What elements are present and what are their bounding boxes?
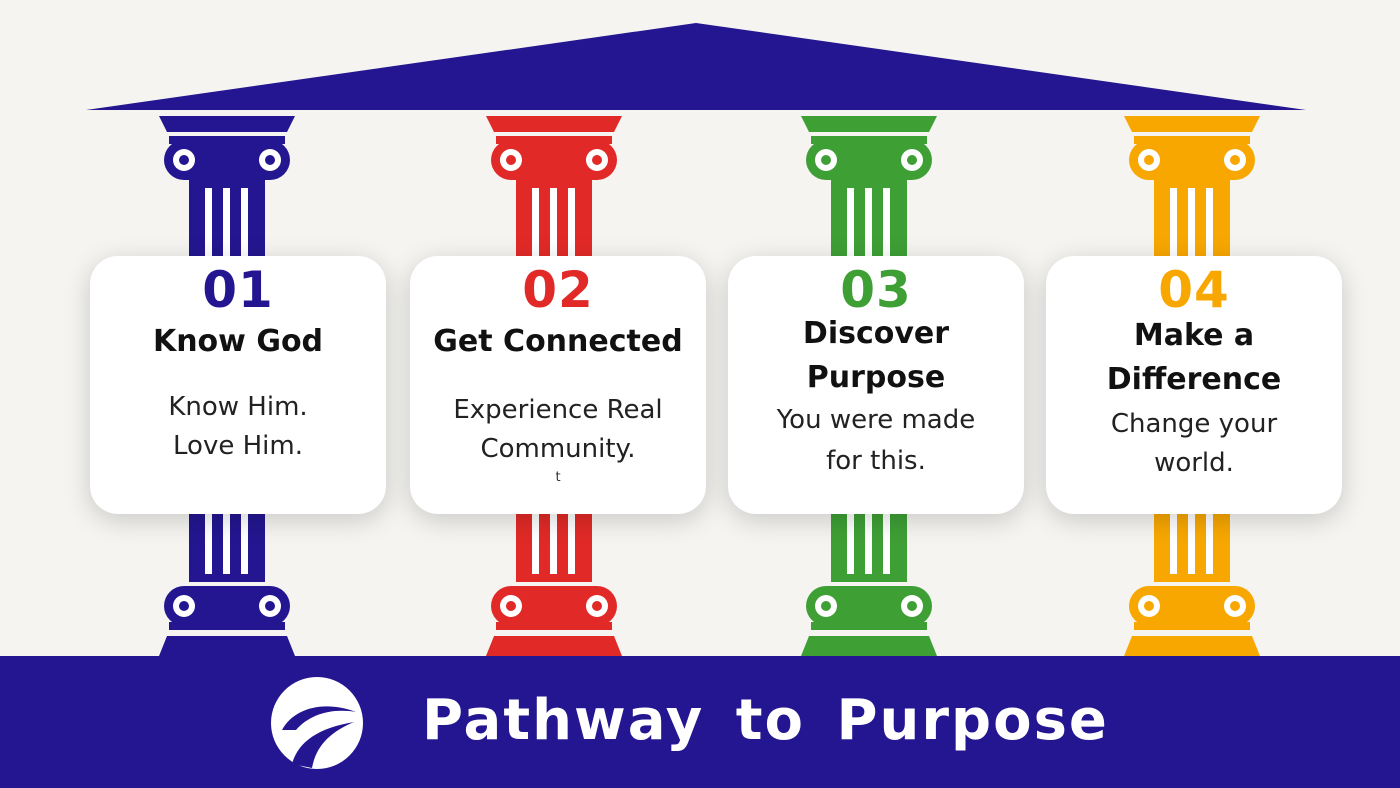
pillar-2 [474,108,634,688]
step-description-line-1: Experience Real [453,395,663,425]
footer-banner: Pathway to Purpose [0,656,1400,788]
column-4-icon [1124,116,1260,656]
pillar-4 [1112,108,1272,688]
step-number: 01 [202,261,274,319]
pillar-card-2: 02 Get Connected Experience Real Communi… [410,256,706,514]
step-title-line-1: Make a [1133,318,1255,353]
step-description-line-2: Community. [480,434,636,464]
step-title-line-2: Difference [1106,362,1282,397]
footer-title: Pathway to Purpose [422,688,1109,753]
column-3-icon [801,116,937,656]
pillar-1 [147,108,307,688]
step-description-line-2: Love Him. [173,431,303,461]
step-number: 02 [522,261,594,319]
column-1-icon [159,116,295,656]
step-number: 04 [1158,261,1230,319]
step-title: Get Connected [433,324,683,359]
column-2-icon [486,116,622,656]
step-description-line-2: for this. [826,446,926,476]
pillar-card-4: 04 Make a Difference Change your world. [1046,256,1342,514]
road-circle-logo-icon [271,677,363,769]
step-title: Know God [152,324,324,359]
step-description-line-1: Change your [1110,409,1278,439]
pillar-card-1: 01 Know God Know Him. Love Him. [90,256,386,514]
stray-note: t [555,470,561,485]
step-description-line-1: Know Him. [168,392,308,422]
pillar-3 [789,108,949,688]
step-title-line-2: Purpose [806,360,946,395]
temple-roof [86,23,1306,110]
step-number: 03 [840,261,912,319]
step-title-line-1: Discover [802,316,950,351]
step-description-line-2: world. [1154,448,1234,478]
step-description-line-1: You were made [776,405,976,435]
pillar-card-3: 03 Discover Purpose You were made for th… [728,256,1024,514]
